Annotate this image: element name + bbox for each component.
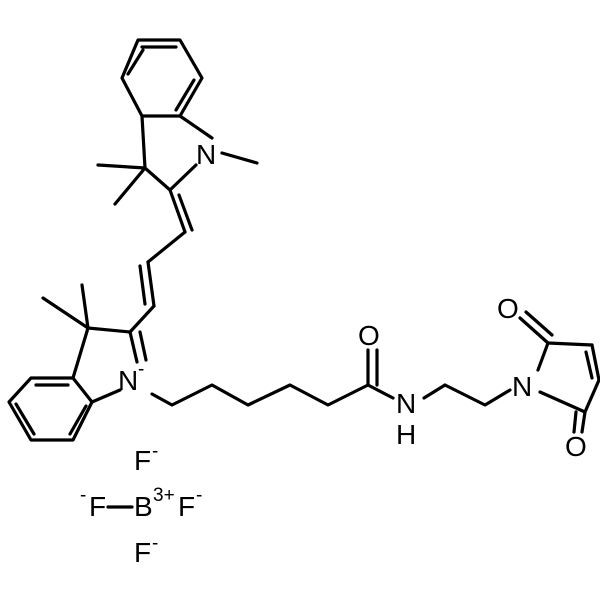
atom-f-right: F — [178, 491, 195, 522]
atom-f-left: F — [89, 491, 106, 522]
atom-n-top: N — [196, 139, 216, 170]
charge-f-right: - — [196, 485, 202, 506]
bottom-five-membered-ring — [41, 283, 148, 404]
counterion: F - - F B 3+ F - F - — [80, 441, 202, 568]
polymethine-chain — [128, 188, 194, 334]
atom-f-bottom: F — [134, 537, 151, 568]
atom-n-amide: N — [396, 388, 416, 419]
top-five-membered-ring — [96, 114, 259, 206]
charge-f-top: - — [152, 441, 158, 462]
bottom-benzene-ring — [7, 376, 94, 442]
atom-b: B — [134, 491, 153, 522]
atom-n-bottom: N — [118, 365, 138, 396]
amide-group — [366, 348, 447, 400]
atom-o-imide-bottom: O — [565, 431, 587, 462]
atom-o-imide-top: O — [497, 293, 519, 324]
charge-n-bottom: - — [138, 359, 144, 380]
charge-f-left: - — [80, 485, 86, 506]
maleimide-ring — [518, 310, 600, 434]
atom-n-imide: N — [512, 371, 532, 402]
atom-h-amide: H — [396, 419, 416, 450]
atom-f-top: F — [134, 445, 151, 476]
top-benzene-ring — [120, 38, 204, 118]
ethyl-linker — [443, 383, 512, 407]
atom-o-amide: O — [358, 320, 380, 351]
charge-f-bottom: - — [152, 533, 158, 554]
alkyl-linker — [150, 383, 370, 407]
charge-b: 3+ — [153, 485, 175, 506]
